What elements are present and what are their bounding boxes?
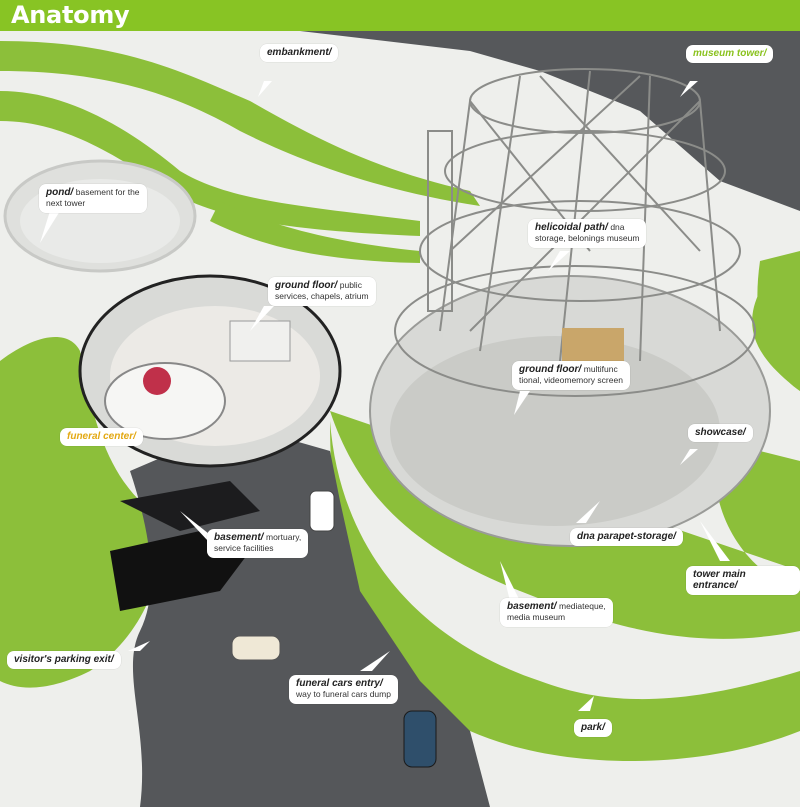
label-basement-left-name: basement/ — [214, 532, 264, 543]
label-museum-tower-name: museum tower/ — [693, 48, 767, 59]
label-embankment: embankment/ — [260, 44, 339, 62]
label-ground-floor-left-desc-2: services, chapels, atrium — [275, 291, 369, 301]
label-tower-entrance: tower main entrance/ — [686, 566, 800, 595]
right-grass — [330, 281, 800, 639]
label-ground-floor-left-desc-1: public — [339, 280, 362, 290]
vintage-car — [231, 635, 281, 661]
tower-lattice — [394, 68, 756, 397]
funeral-atrium — [104, 362, 226, 440]
dark-void — [300, 31, 800, 211]
label-funeral-center-name: funeral center/ — [67, 431, 136, 442]
label-park-name: park/ — [581, 722, 605, 733]
label-helicoidal-path: helicoidal path/ dna storage, belonings … — [528, 219, 647, 248]
label-parking-exit-name: visitor's parking exit/ — [14, 654, 114, 665]
label-basement-right-desc-2: media museum — [507, 612, 566, 622]
far-right-grass — [757, 251, 800, 391]
label-museum-tower: museum tower/ — [686, 45, 774, 63]
label-helicoidal-path-desc-1: dna — [610, 222, 625, 232]
callout-pointers — [40, 81, 730, 711]
label-park: park/ — [574, 719, 612, 737]
label-ground-floor-left-name: ground floor/ — [275, 280, 338, 291]
title-bar: Anatomy — [0, 0, 800, 31]
label-basement-right-name: basement/ — [507, 601, 557, 612]
lower-grass — [330, 421, 800, 761]
atrium-tree — [143, 367, 171, 395]
label-showcase-name: showcase/ — [695, 427, 746, 438]
label-helicoidal-path-desc-2: storage, belonings museum — [535, 233, 640, 243]
label-funeral-cars-desc-1: way to funeral cars dump — [296, 689, 391, 699]
label-ground-floor-right-name: ground floor/ — [519, 364, 582, 375]
label-ground-floor-right-desc-1: multifunc — [583, 364, 618, 374]
label-basement-left-desc-2: service facilities — [214, 543, 274, 553]
label-dna-parapet-name: dna parapet-storage/ — [577, 531, 676, 542]
diagram-title: Anatomy — [11, 1, 130, 29]
label-funeral-cars: funeral cars entry/ way to funeral cars … — [289, 675, 398, 704]
embankment-grass-2 — [0, 91, 420, 236]
label-basement-right-desc-1: mediateque, — [558, 601, 606, 611]
label-funeral-center: funeral center/ — [60, 428, 143, 446]
label-parking-exit: visitor's parking exit/ — [7, 651, 121, 669]
chapel-block — [229, 320, 291, 362]
label-pond-desc-2: next tower — [46, 198, 86, 208]
label-funeral-cars-name: funeral cars entry/ — [296, 678, 383, 689]
label-basement-right: basement/ mediateque, media museum — [500, 598, 613, 627]
label-basement-left-desc-1: mortuary, — [265, 532, 302, 542]
label-pond: pond/ basement for the next tower — [39, 184, 147, 213]
embankment-grass-3 — [210, 201, 420, 263]
elevator-shaft — [427, 130, 453, 312]
tower-ground-floor — [390, 336, 720, 526]
label-tower-entrance-name: tower main entrance/ — [693, 569, 746, 591]
label-pond-name: pond/ — [46, 187, 74, 198]
dark-car — [403, 710, 437, 768]
white-car — [309, 490, 335, 532]
label-ground-floor-left: ground floor/ public services, chapels, … — [268, 277, 376, 306]
embankment-grass-1 — [0, 41, 480, 206]
label-dna-parapet: dna parapet-storage/ — [570, 528, 683, 546]
label-helicoidal-path-name: helicoidal path/ — [535, 222, 608, 233]
site-illustration — [0, 31, 800, 807]
road-shadow — [120, 481, 260, 531]
road — [130, 431, 490, 807]
label-showcase: showcase/ — [688, 424, 753, 442]
label-basement-left: basement/ mortuary, service facilities — [207, 529, 309, 558]
label-pond-desc-1: basement for the — [75, 187, 140, 197]
label-ground-floor-right-desc-2: tional, videomemory screen — [519, 375, 623, 385]
label-embankment-name: embankment/ — [267, 47, 332, 58]
label-ground-floor-right: ground floor/ multifunc tional, videomem… — [512, 361, 630, 390]
